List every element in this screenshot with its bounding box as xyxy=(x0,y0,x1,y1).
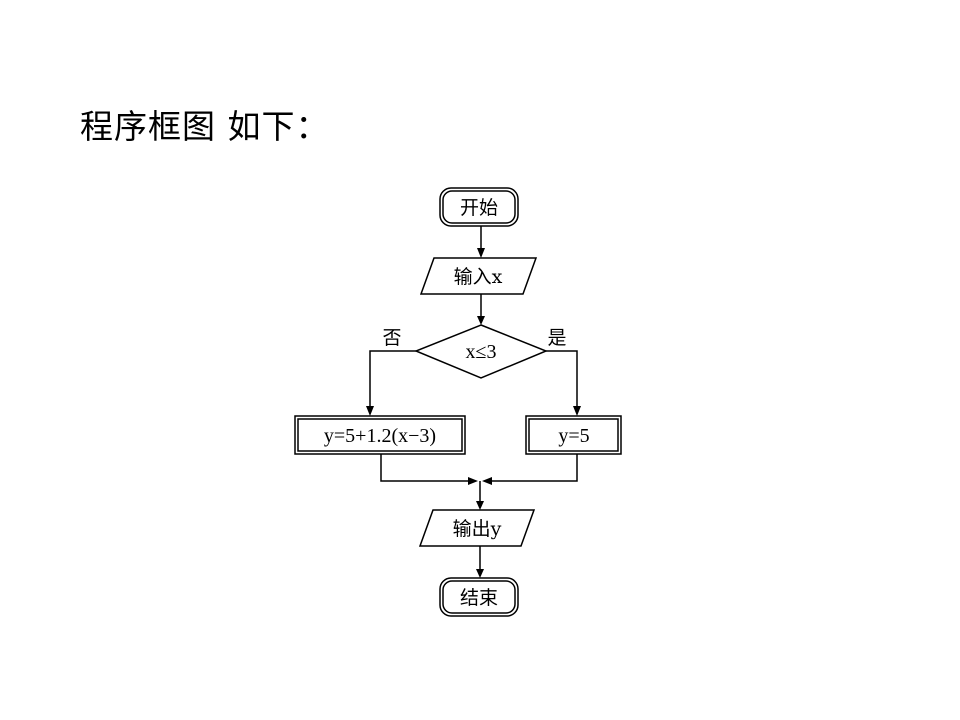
process-box-no: y=5+1.2(x−3) xyxy=(294,415,466,455)
output-label: 输出y xyxy=(453,518,502,540)
process-box-yes: y=5 xyxy=(525,415,622,455)
arrowhead xyxy=(482,477,492,485)
input-box: 输入x xyxy=(419,257,538,295)
end-label: 结束 xyxy=(460,587,498,609)
connector-merge-left xyxy=(380,454,470,482)
condition-label: x≤3 xyxy=(466,341,497,363)
arrowhead xyxy=(477,248,485,258)
connector-no-branch xyxy=(369,350,416,408)
end-terminal: 结束 xyxy=(439,577,519,617)
arrowhead xyxy=(476,501,484,510)
yes-label: 是 xyxy=(547,327,566,349)
output-box: 输出y xyxy=(418,509,536,547)
connector-merge-right xyxy=(490,454,578,482)
start-terminal: 开始 xyxy=(439,187,519,227)
input-label: 输入x xyxy=(454,266,503,288)
arrowhead xyxy=(366,406,374,416)
slide-heading: 程序框图 如下： xyxy=(80,107,330,146)
start-label: 开始 xyxy=(460,197,498,219)
arrowhead xyxy=(476,569,484,578)
decision-diamond: x≤3 xyxy=(414,324,548,379)
arrowhead xyxy=(477,316,485,325)
no-label: 否 xyxy=(382,327,401,349)
process-yes-label: y=5 xyxy=(558,425,589,447)
process-no-label: y=5+1.2(x−3) xyxy=(324,425,436,447)
arrowhead xyxy=(573,406,581,416)
arrowhead xyxy=(468,477,478,485)
connector-yes-branch xyxy=(546,350,578,408)
